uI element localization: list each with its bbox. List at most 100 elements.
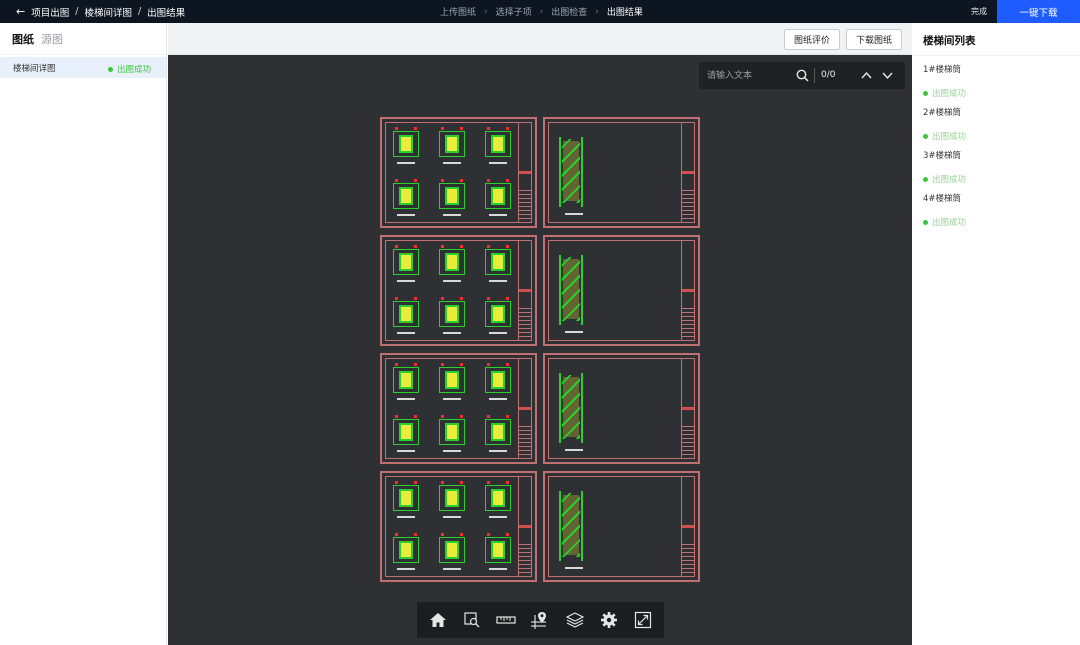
- evaluate-drawing-button[interactable]: 图纸评价: [784, 29, 841, 50]
- stair-plan: [392, 481, 420, 518]
- axis-marker: [414, 127, 417, 130]
- plan-frame: [439, 131, 465, 157]
- axis-marker: [460, 533, 463, 536]
- search-result-count: 0/0: [821, 70, 836, 80]
- axis-marker: [414, 245, 417, 248]
- chevron-up-icon[interactable]: [860, 69, 873, 82]
- stair-plan: [484, 533, 512, 570]
- plan-core: [445, 541, 459, 559]
- plan-frame: [485, 301, 511, 327]
- stairwell-group[interactable]: 4#楼梯筒 出图成功: [923, 192, 966, 228]
- step-indicator: 上传图纸 › 选择子项 › 出图检查 › 出图结果: [440, 0, 643, 23]
- plan-label: [489, 332, 507, 334]
- stair-section: [559, 137, 583, 215]
- plan-label: [489, 516, 507, 518]
- gear-icon[interactable]: [598, 609, 620, 631]
- stair-plan: [438, 415, 466, 452]
- step-result: 出图结果: [606, 8, 643, 18]
- zoom-area-icon[interactable]: [461, 609, 483, 631]
- download-drawing-button[interactable]: 下载图纸: [846, 29, 903, 50]
- status-badge: 出图成功: [923, 173, 966, 185]
- floor-plan-sheet: [380, 235, 537, 346]
- axis-marker: [441, 179, 444, 182]
- plan-frame: [439, 367, 465, 393]
- search-icon[interactable]: [796, 69, 809, 82]
- stair-plan: [392, 363, 420, 400]
- ruler-icon[interactable]: [495, 609, 517, 631]
- status-dot-icon: [923, 219, 928, 225]
- title-block: [518, 358, 532, 459]
- sheet-frame: [548, 358, 695, 459]
- section-sheet: [543, 235, 700, 346]
- location-pin-icon[interactable]: [529, 609, 551, 631]
- status-badge: 出图成功: [923, 87, 966, 99]
- layers-icon[interactable]: [564, 609, 586, 631]
- plan-label: [443, 332, 461, 334]
- step-select: 选择子项: [495, 8, 532, 18]
- axis-marker: [487, 297, 490, 300]
- plan-frame: [439, 419, 465, 445]
- section-label: [565, 331, 583, 333]
- chevron-right-icon: ›: [484, 6, 488, 17]
- section-flights: [562, 139, 580, 203]
- plan-label: [397, 280, 415, 282]
- breadcrumb-item-project[interactable]: 项目出图: [31, 7, 70, 19]
- stairwell-group[interactable]: 1#楼梯筒 出图成功: [923, 63, 966, 99]
- axis-marker: [441, 245, 444, 248]
- stair-plan: [438, 245, 466, 282]
- title-block-lines: [682, 426, 694, 456]
- title-block: [681, 122, 695, 223]
- plan-core: [491, 187, 505, 205]
- search-input[interactable]: [707, 67, 792, 84]
- title-block: [681, 476, 695, 577]
- fullscreen-icon[interactable]: [632, 609, 654, 631]
- plan-core: [491, 423, 505, 441]
- plan-frame: [439, 301, 465, 327]
- axis-marker: [395, 415, 398, 418]
- tab-source[interactable]: 源图: [41, 32, 63, 46]
- plan-frame: [439, 537, 465, 563]
- axis-marker: [506, 245, 509, 248]
- title-block-lines: [682, 190, 694, 220]
- axis-marker: [487, 481, 490, 484]
- axis-marker: [441, 127, 444, 130]
- axis-marker: [441, 415, 444, 418]
- axis-marker: [506, 481, 509, 484]
- stair-plan: [438, 179, 466, 216]
- arrow-left-icon[interactable]: ←: [16, 5, 26, 18]
- chevron-down-icon[interactable]: [881, 69, 894, 82]
- breadcrumb-item-stair-detail[interactable]: 棱梯间详图: [84, 7, 132, 19]
- plan-core: [399, 135, 413, 153]
- plan-core: [399, 187, 413, 205]
- axis-marker: [414, 179, 417, 182]
- title-block-mark: [519, 407, 531, 410]
- section-sheet: [543, 353, 700, 464]
- plan-label: [397, 162, 415, 164]
- plan-frame: [485, 131, 511, 157]
- drawing-list-item[interactable]: 楼梯间详图 出图成功: [0, 57, 166, 78]
- plan-frame: [485, 419, 511, 445]
- plan-core: [491, 489, 505, 507]
- status-text: 出图成功: [932, 218, 967, 228]
- status-dot-icon: [923, 90, 928, 96]
- tab-drawings[interactable]: 图纸: [12, 32, 34, 46]
- stairwell-group[interactable]: 2#楼梯筒 出图成功: [923, 106, 966, 142]
- status-dot-icon: [923, 176, 928, 182]
- axis-marker: [487, 179, 490, 182]
- stairwell-group[interactable]: 3#楼梯筒 出图成功: [923, 149, 966, 185]
- axis-marker: [395, 127, 398, 130]
- axis-marker: [487, 415, 490, 418]
- plan-core: [445, 187, 459, 205]
- title-block-mark: [519, 525, 531, 528]
- drawing-viewer[interactable]: 图纸评价 下载图纸 0/0: [168, 23, 912, 645]
- download-all-button[interactable]: 一键下载: [997, 0, 1080, 23]
- plan-label: [489, 450, 507, 452]
- plan-core: [445, 305, 459, 323]
- status-text: 出图成功: [117, 65, 152, 75]
- drawing-name: 楼梯间详图: [13, 63, 56, 74]
- section-label: [565, 449, 583, 451]
- home-icon[interactable]: [427, 609, 449, 631]
- done-button[interactable]: 完成: [971, 7, 987, 16]
- axis-marker: [506, 533, 509, 536]
- title-block-lines: [519, 308, 531, 338]
